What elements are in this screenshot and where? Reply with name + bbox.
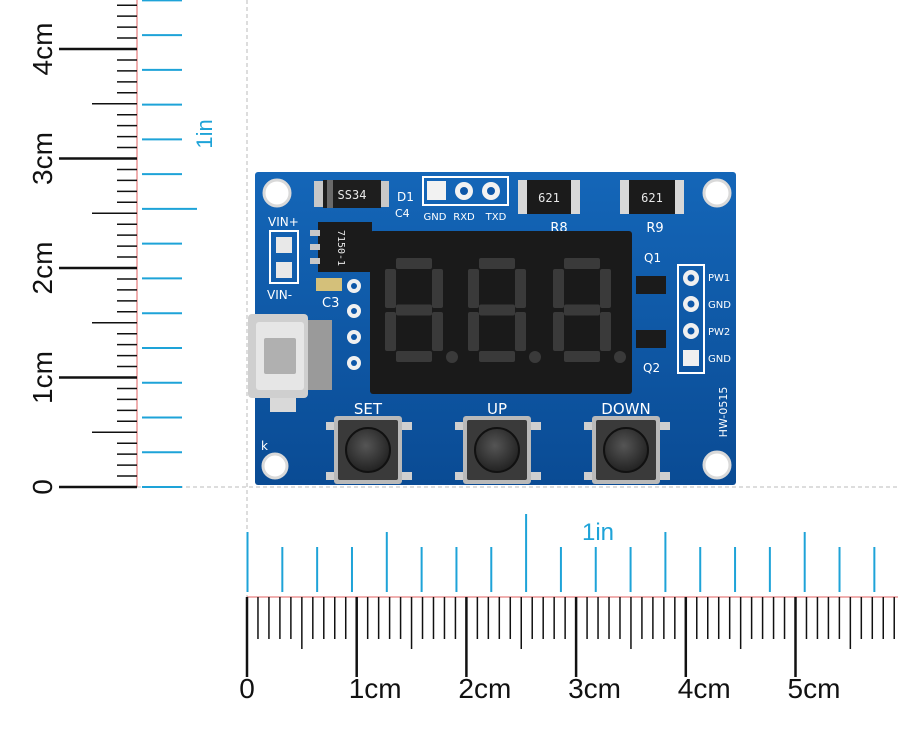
left-ruler-inch-label: 1in	[192, 119, 217, 148]
bottom-cm-label: 3cm	[568, 673, 621, 704]
segment	[396, 258, 432, 269]
out-pin-pw2: PW2	[708, 327, 730, 338]
uart-pin-txd: TXD	[485, 212, 507, 223]
segment	[479, 304, 515, 316]
bottom-cm-label: 0	[239, 673, 255, 704]
transistor-q2	[636, 330, 666, 348]
segment	[515, 269, 526, 308]
resistor-r9: 621	[620, 180, 684, 214]
diode-marking: SS34	[338, 188, 367, 202]
segment	[600, 269, 611, 308]
bottom-cm-label: 1cm	[349, 673, 402, 704]
segment	[479, 351, 515, 362]
out-pin-gnd-2: GND	[708, 354, 731, 365]
decimal-point	[529, 351, 541, 363]
label-c3: C3	[322, 296, 339, 311]
left-cm-label: 2cm	[27, 242, 58, 295]
left-cm-label: 0	[27, 479, 58, 495]
mounting-hole	[262, 178, 292, 208]
label-q1: Q1	[644, 251, 661, 265]
segment	[396, 304, 432, 316]
segment	[432, 312, 443, 351]
left-ruler: 0 1cm 2cm 3cm 4cm 1in	[27, 0, 217, 495]
segment	[600, 312, 611, 351]
segment	[515, 312, 526, 351]
voltage-regulator: 7150-1	[310, 222, 372, 272]
bottom-cm-label: 5cm	[788, 673, 841, 704]
label-r9: R9	[646, 221, 663, 236]
tactile-buttons	[326, 416, 670, 484]
segment	[553, 269, 564, 308]
decimal-point	[446, 351, 458, 363]
out-pin-pw1: PW1	[708, 273, 730, 284]
uart-pin-gnd: GND	[424, 212, 447, 223]
mounting-hole	[702, 178, 732, 208]
capacitor-c3	[316, 278, 342, 291]
seven-segment-display	[370, 231, 632, 394]
transistor-q1	[636, 276, 666, 294]
board-model-label: HW-0515	[717, 387, 730, 438]
segment	[564, 304, 600, 316]
mounting-hole	[261, 452, 289, 480]
segment	[385, 312, 396, 351]
label-k: k	[261, 439, 268, 453]
left-cm-label: 3cm	[27, 132, 58, 185]
display-digits	[385, 258, 626, 363]
uart-pin-rxd: RXD	[453, 212, 475, 223]
digit	[468, 258, 541, 363]
left-cm-label: 4cm	[27, 23, 58, 76]
bottom-ruler-cm-labels: 01cm2cm3cm4cm5cm6	[239, 673, 898, 704]
output-header	[677, 264, 705, 374]
bottom-ruler: 01cm2cm3cm4cm5cm6 1in	[239, 514, 898, 704]
regulator-marking: 7150-1	[335, 230, 346, 266]
left-ruler-cm-ticks	[59, 4, 137, 489]
r8-marking: 621	[538, 191, 560, 205]
down-button	[584, 416, 670, 484]
bottom-ruler-inch-label: 1in	[582, 519, 614, 546]
segment	[479, 258, 515, 269]
left-cm-label: 1cm	[27, 351, 58, 404]
segment	[432, 269, 443, 308]
out-pin-gnd-1: GND	[708, 300, 731, 311]
vin-header	[269, 230, 299, 284]
digit	[385, 258, 458, 363]
label-vin-plus: VIN+	[268, 215, 299, 229]
left-ruler-cm-labels: 0 1cm 2cm 3cm 4cm	[27, 23, 58, 495]
segment	[564, 258, 600, 269]
uart-header	[422, 176, 509, 206]
button-label-up: UP	[487, 400, 507, 418]
display-pin-pads	[347, 279, 361, 370]
label-d1: D1	[397, 190, 414, 204]
segment	[564, 351, 600, 362]
button-label-down: DOWN	[601, 400, 650, 418]
segment	[468, 312, 479, 351]
label-q2: Q2	[643, 361, 660, 375]
diode-ss34: SS34	[314, 180, 389, 208]
bottom-ruler-cm-ticks	[245, 597, 895, 677]
bottom-ruler-inch-ticks	[246, 514, 876, 592]
pcb-board: SS34 D1 C4 GND RXD TXD 621 R8 621 R9 VIN…	[248, 172, 736, 485]
bottom-cm-label: 2cm	[458, 673, 511, 704]
resistor-r8: 621	[518, 180, 580, 214]
up-button	[455, 416, 541, 484]
label-c4: C4	[395, 207, 410, 220]
segment	[553, 312, 564, 351]
mounting-hole	[702, 450, 732, 480]
bottom-cm-label: 4cm	[678, 673, 731, 704]
micro-usb-port	[248, 314, 332, 412]
button-label-set: SET	[354, 400, 383, 418]
segment	[385, 269, 396, 308]
decimal-point	[614, 351, 626, 363]
r9-marking: 621	[641, 191, 663, 205]
set-button	[326, 416, 412, 484]
digit	[553, 258, 626, 363]
segment	[396, 351, 432, 362]
label-vin-minus: VIN-	[267, 288, 292, 302]
left-ruler-inch-ticks	[142, 0, 197, 488]
segment	[468, 269, 479, 308]
